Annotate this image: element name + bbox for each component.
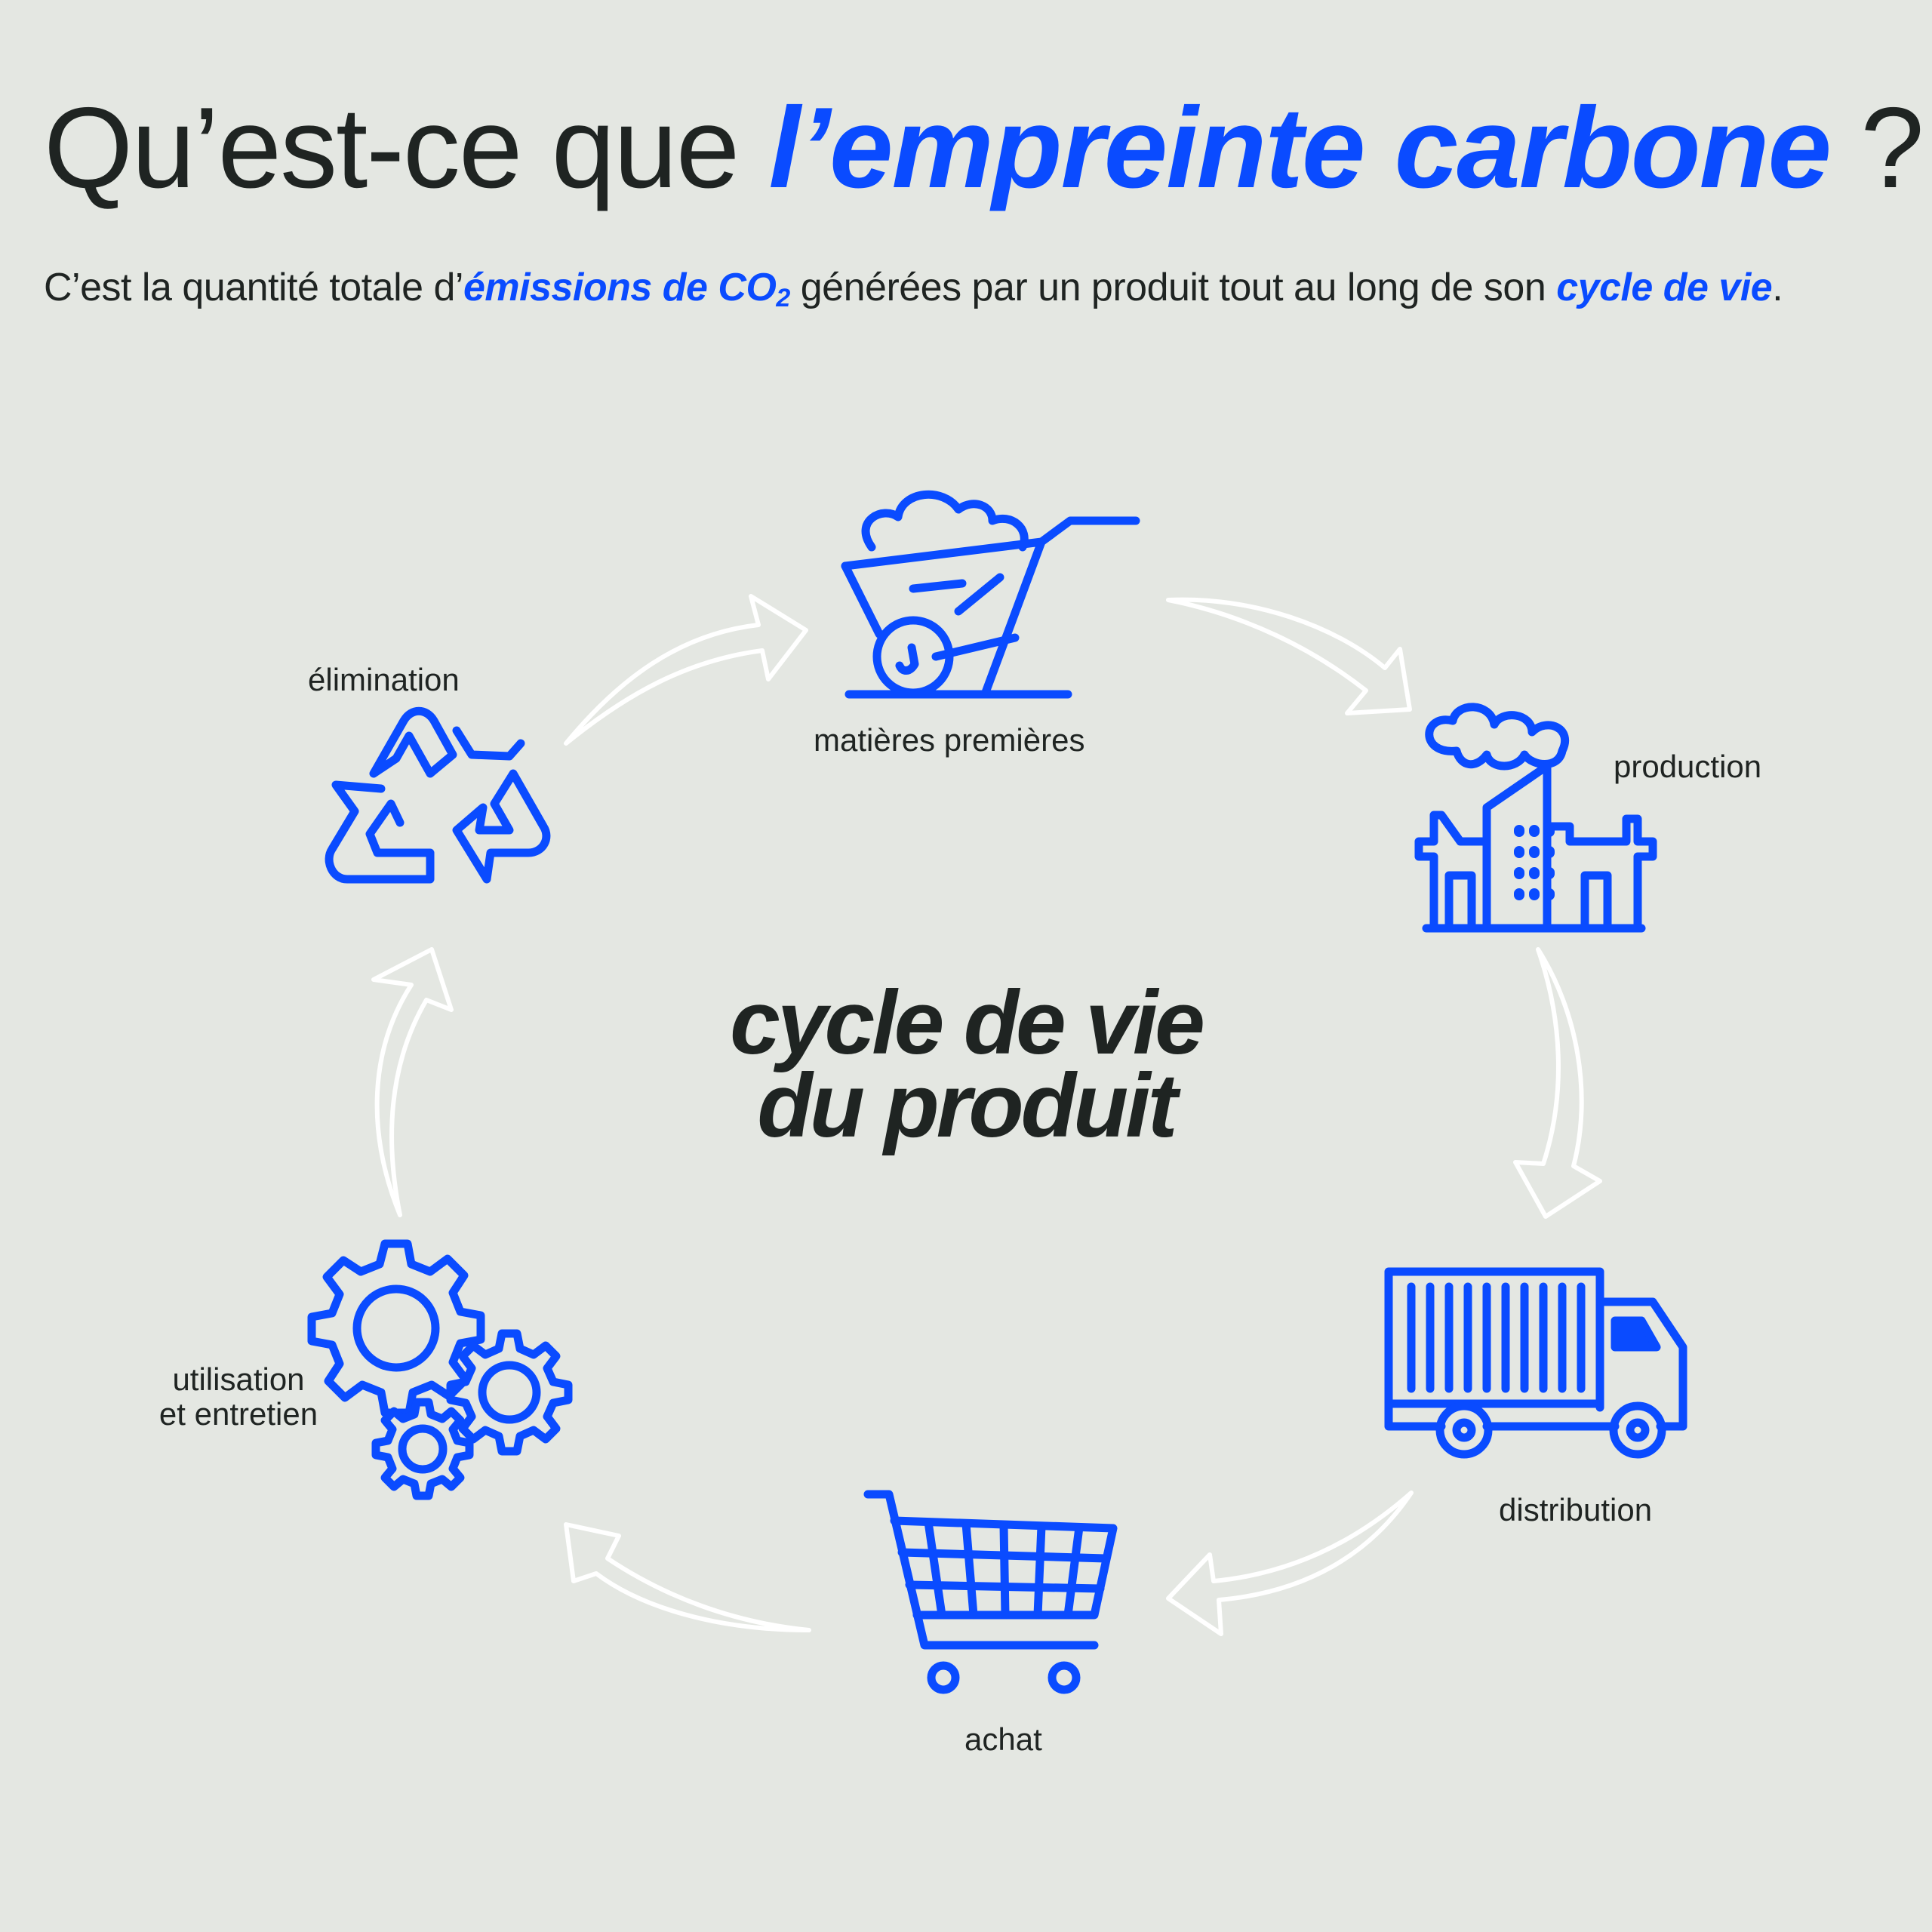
stage-label-utilisation-line2: et entretien xyxy=(158,1396,318,1432)
subtitle-accent1: émissions de CO xyxy=(463,266,777,309)
arrow-elimination-to-matieres xyxy=(564,594,808,746)
subtitle-part1: C’est la quantité totale d’ xyxy=(44,266,463,309)
page-title: Qu’est-ce que l’empreinte carbone ? xyxy=(44,91,1924,205)
arrow-production-to-distribution xyxy=(1513,947,1602,1219)
center-line2: du produit xyxy=(757,1055,1177,1156)
stage-label-elimination: élimination xyxy=(308,662,460,697)
recycle-icon xyxy=(325,706,551,884)
stage-label-achat: achat xyxy=(964,1721,1042,1757)
title-accent: l’empreinte carbone xyxy=(768,84,1832,212)
title-suffix: ? xyxy=(1829,84,1924,212)
cycle-center-title: cycle de vie du produit xyxy=(604,972,1328,1156)
center-line1: cycle de vie xyxy=(730,972,1205,1073)
stage-label-matieres: matières premières xyxy=(814,722,1085,758)
arrow-matieres-to-production xyxy=(1166,597,1412,715)
arrow-utilisation-to-elimination xyxy=(371,947,454,1217)
subtitle-accent2: cycle de vie xyxy=(1556,266,1773,309)
subtitle-part2: générées par un produit tout au long de … xyxy=(789,266,1557,309)
subtitle-accent1-sub: 2 xyxy=(776,284,790,312)
stage-label-production: production xyxy=(1614,749,1762,784)
subtitle-accent-emissions: émissions de CO2 xyxy=(463,266,790,312)
subtitle-part3: . xyxy=(1772,266,1783,309)
stage-label-distribution: distribution xyxy=(1499,1492,1653,1527)
arrow-distribution-to-achat xyxy=(1166,1491,1414,1636)
factory-icon xyxy=(1414,703,1657,933)
subtitle: C’est la quantité totale d’émissions de … xyxy=(44,264,1783,314)
shopping-cart-icon xyxy=(863,1490,1118,1694)
title-prefix: Qu’est-ce que xyxy=(44,84,769,212)
stage-label-utilisation-line1: utilisation xyxy=(172,1361,305,1397)
arrow-achat-to-utilisation xyxy=(564,1522,811,1632)
truck-icon xyxy=(1384,1267,1687,1459)
gears-icon xyxy=(307,1239,573,1500)
stage-label-utilisation: utilisation et entretien xyxy=(148,1361,329,1432)
wheelbarrow-icon xyxy=(841,490,1140,699)
